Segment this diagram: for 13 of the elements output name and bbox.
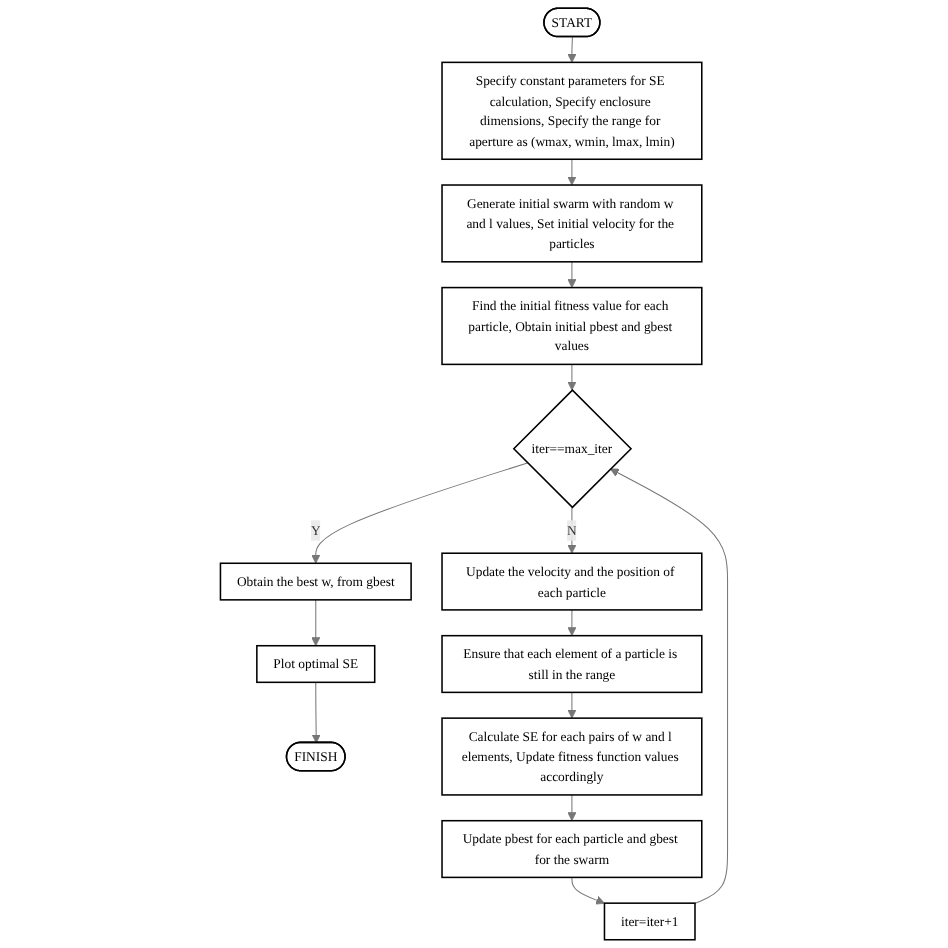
arrow — [567, 363, 577, 391]
arrow — [571, 876, 605, 905]
arrow — [567, 691, 577, 719]
arrow — [311, 462, 528, 564]
arrow — [311, 681, 321, 744]
arrow — [567, 261, 577, 288]
arrow — [567, 506, 577, 554]
arrow — [567, 158, 577, 186]
arrow — [609, 468, 729, 904]
arrow — [567, 609, 577, 637]
arrow — [567, 794, 577, 822]
arrow — [311, 599, 321, 647]
arrow — [567, 36, 577, 63]
